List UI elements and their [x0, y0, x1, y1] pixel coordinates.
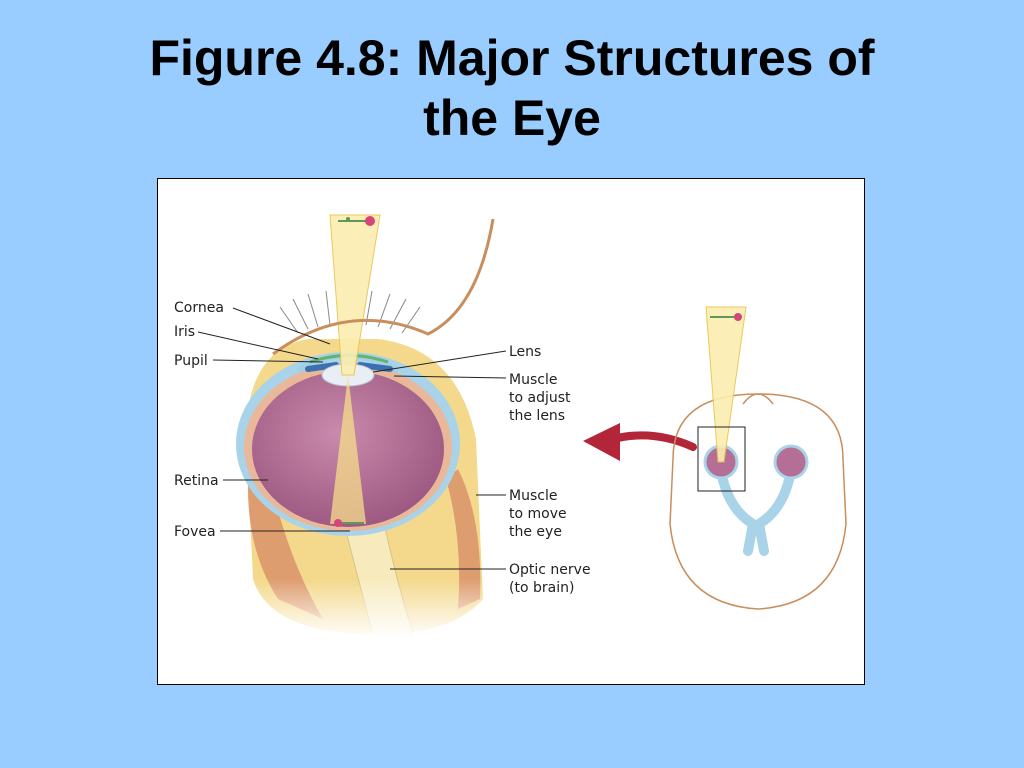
rose-icon	[338, 216, 375, 226]
small-rose-icon	[710, 313, 742, 321]
iris	[305, 362, 393, 372]
label-lens: Lens	[509, 344, 541, 360]
zoom-box	[697, 426, 746, 492]
light-beam	[329, 214, 381, 376]
slide-title: Figure 4.8: Major Structures of the Eye	[40, 28, 984, 148]
nose	[742, 393, 774, 405]
label-iris: Iris	[174, 324, 195, 340]
label-muscle-lens-2: to adjust	[509, 390, 571, 406]
small-light-beam	[705, 306, 747, 463]
eye-muscle	[446, 469, 481, 609]
label-muscle-lens-1: Muscle	[509, 372, 557, 388]
label-muscle-eye-1: Muscle	[509, 488, 557, 504]
label-optic-nerve-1: Optic nerve	[509, 562, 591, 578]
head-outline	[669, 393, 847, 610]
label-muscle-eye-3: the eye	[509, 524, 562, 540]
right-labels: Lens Muscle to adjust the lens Muscle to…	[509, 344, 591, 596]
head-top-view	[669, 306, 847, 610]
arrow-left-icon	[583, 423, 697, 461]
leader-lines	[197, 307, 507, 570]
label-retina: Retina	[174, 473, 219, 489]
label-optic-nerve-2: (to brain)	[509, 580, 574, 596]
label-muscle-eye-2: to move	[509, 506, 567, 522]
label-cornea: Cornea	[174, 300, 224, 316]
label-pupil: Pupil	[174, 353, 208, 369]
label-muscle-lens-3: the lens	[509, 408, 565, 424]
eye-diagram: Cornea Iris Pupil Retina Fovea Lens Musc…	[174, 214, 847, 639]
title-line-2: the Eye	[423, 90, 601, 146]
eye-figure: Cornea Iris Pupil Retina Fovea Lens Musc…	[157, 178, 865, 685]
left-labels: Cornea Iris Pupil Retina Fovea	[174, 300, 224, 540]
eyelid-outline	[272, 218, 495, 356]
right-eye-small	[773, 444, 809, 480]
title-line-1: Figure 4.8: Major Structures of	[149, 30, 875, 86]
light-beam-inner	[330, 375, 366, 524]
label-fovea: Fovea	[174, 524, 216, 540]
optic-chiasm	[716, 466, 796, 556]
fovea-image	[334, 519, 364, 527]
eye-cross-section	[236, 214, 498, 639]
